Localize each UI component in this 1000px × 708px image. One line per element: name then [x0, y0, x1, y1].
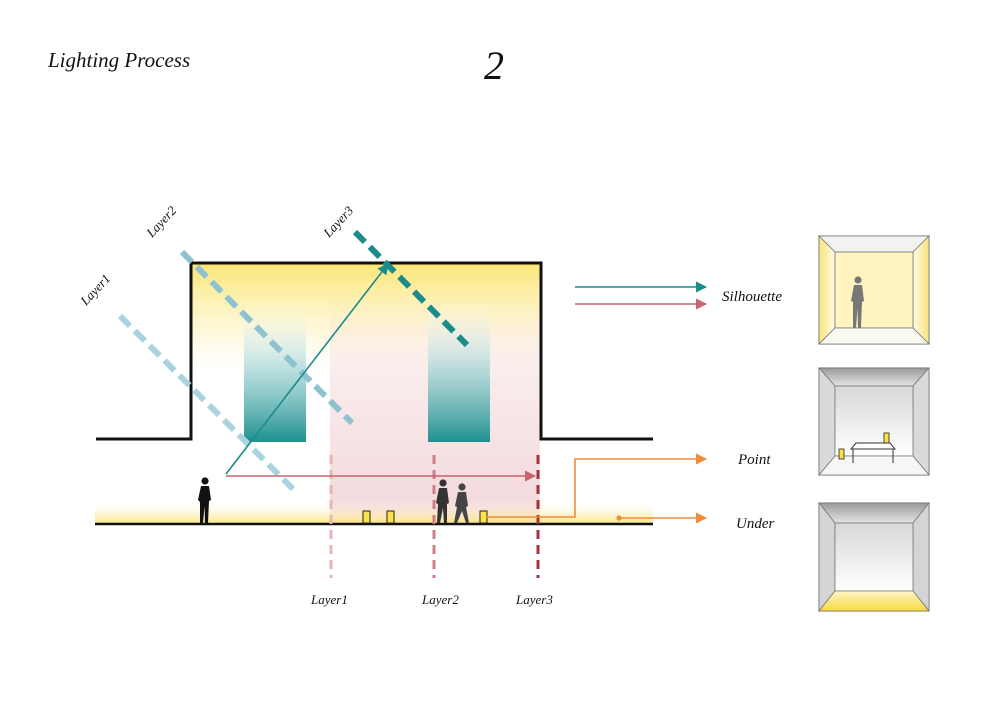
page-title: Lighting Process: [47, 48, 190, 72]
silhouette-label: Silhouette: [722, 289, 782, 305]
bottom-layer2-label: Layer2: [421, 592, 459, 607]
person-silhouette-middle-1: [436, 479, 449, 523]
teal-column-left: [244, 300, 306, 442]
step-number: 2: [484, 43, 504, 88]
room-person-silhouette: [851, 276, 864, 328]
floor-light-3: [479, 510, 488, 524]
room-under-illustration: [818, 501, 930, 613]
diagonal-layer2-line: [179, 249, 355, 426]
teal-column-right: [428, 300, 490, 442]
building-section-outline: [96, 261, 653, 441]
floor-light-1: [362, 510, 371, 524]
point-orange-arrow: [486, 453, 708, 518]
floor-glow: [95, 500, 653, 524]
room-point-light-table: [883, 432, 890, 444]
room-point-illustration: [818, 366, 930, 477]
bottom-layer1-label: Layer1: [310, 592, 348, 607]
room-point-light-floor: [838, 448, 845, 460]
under-label: Under: [736, 516, 774, 532]
person-silhouette-middle-2: [454, 483, 469, 523]
bottom-layer3-label: Layer3: [515, 592, 553, 607]
person-silhouette-left: [198, 477, 211, 523]
diagonal-layer2-label: Layer2: [143, 203, 180, 241]
diagonal-layer3-line: [352, 229, 470, 348]
room-silhouette-illustration: [818, 235, 930, 345]
diagonal-layer3-label: Layer3: [320, 203, 357, 241]
teal-sight-line: [225, 263, 389, 475]
room-table: [849, 442, 897, 463]
diagonal-layer1-label: Layer1: [77, 271, 114, 309]
point-label: Point: [737, 452, 771, 468]
floor-light-2: [386, 510, 395, 524]
